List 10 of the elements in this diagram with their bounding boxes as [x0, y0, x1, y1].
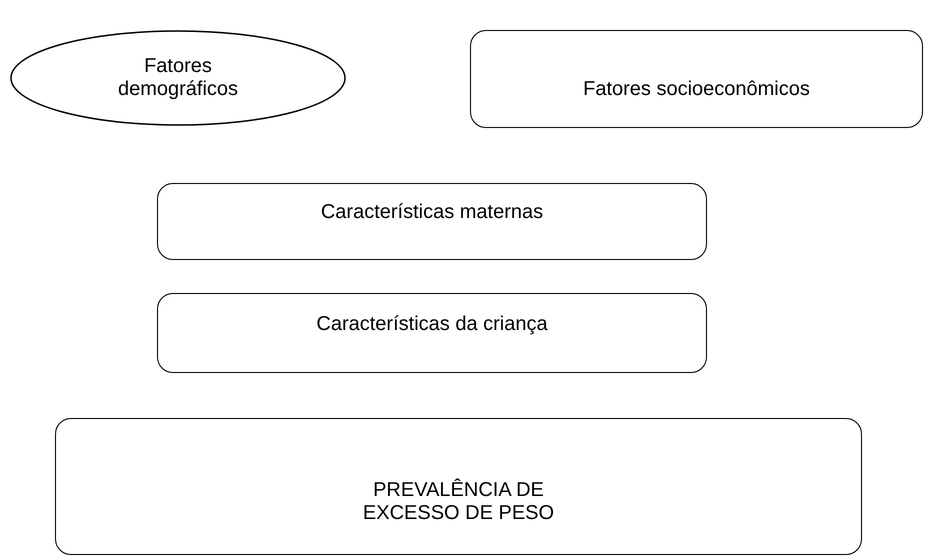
- node-label: Fatores socioeconômicos: [583, 78, 810, 100]
- factor-box: [157, 293, 707, 373]
- factor-ellipse: [10, 30, 346, 126]
- node-label: Características maternas: [320, 201, 544, 224]
- node-label: Fatores demográficos: [116, 55, 240, 101]
- node-label: PREVALÊNCIA DE EXCESSO DE PESO: [362, 478, 556, 524]
- node-label: Características da criança: [316, 312, 548, 336]
- outcome-box: [55, 418, 862, 555]
- factor-box: [470, 30, 923, 128]
- factor-box: [157, 183, 707, 260]
